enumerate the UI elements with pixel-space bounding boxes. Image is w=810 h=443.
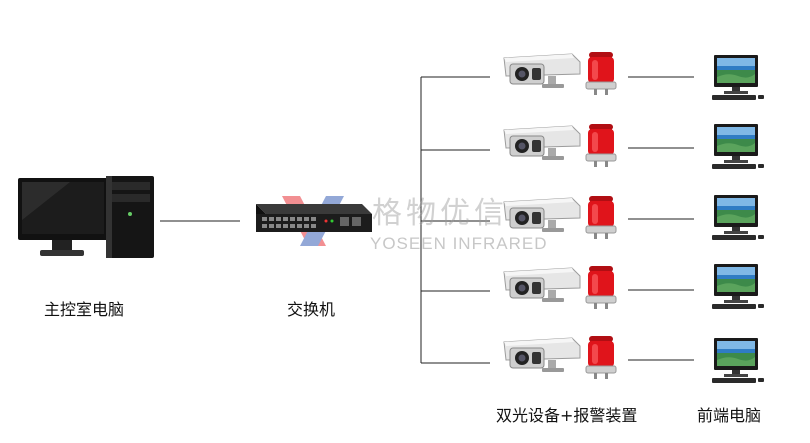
- front-pc-1: [712, 55, 764, 100]
- label-control-pc: 主控室电脑: [44, 300, 125, 319]
- label-camera-alarm: 双光设备+报警装置: [496, 406, 638, 425]
- camera-alarm-unit-2: [503, 123, 617, 168]
- label-front-pc: 前端电脑: [697, 406, 762, 425]
- main-control-pc: [18, 176, 154, 258]
- front-pc-3: [712, 195, 764, 240]
- camera-alarm-unit-5: [503, 335, 617, 380]
- watermark-cn: 格物优信: [372, 196, 508, 231]
- watermark-en: YOSEEN INFRARED: [370, 234, 548, 253]
- camera-alarm-unit-4: [503, 265, 617, 310]
- label-switch: 交换机: [287, 300, 336, 319]
- network-switch: [256, 204, 372, 232]
- camera-alarm-unit-3: [503, 195, 617, 240]
- branch-lines: [420, 76, 694, 364]
- front-pc-5: [712, 338, 764, 383]
- front-pc-2: [712, 124, 764, 169]
- front-pc-4: [712, 264, 764, 309]
- camera-alarm-unit-1: [503, 51, 617, 96]
